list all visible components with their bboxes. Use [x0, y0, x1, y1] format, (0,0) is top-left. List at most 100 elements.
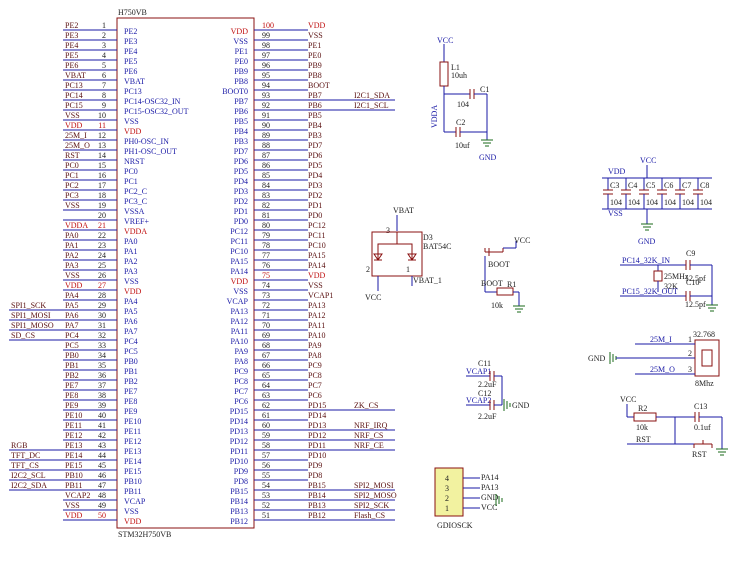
left-pin-number: 13 — [98, 141, 106, 150]
right-net-label: PB3 — [308, 131, 322, 140]
hse-freq: 8Mhz — [695, 379, 714, 388]
left-ext-label: TFT_DC — [11, 451, 40, 460]
hse-pin3: 3 — [688, 365, 692, 374]
boot-circuit: BOOT VCC BOOT R1 10k — [481, 236, 530, 313]
right-net-label: PD5 — [308, 161, 322, 170]
right-pin-number: 53 — [262, 491, 270, 500]
right-ext-net: SPI2_SCK — [308, 501, 395, 511]
right-pin-name: VSS — [233, 37, 248, 46]
left-pin-name: PA2 — [124, 257, 138, 266]
left-pin-name: PE5 — [124, 57, 137, 66]
battery-diode: VBAT 3 D3 BAT54C 2 1 VBAT_1 VCC — [365, 206, 451, 302]
right-pin-name: PD3 — [234, 187, 248, 196]
right-ext-label: SPI2_SCK — [354, 501, 389, 510]
vdda-vcc-label: VCC — [437, 36, 453, 45]
left-net-label: PC1 — [65, 171, 79, 180]
right-pin-number: 60 — [262, 421, 270, 430]
mcu-title: H750VB — [118, 8, 147, 17]
right-pin-number: 97 — [262, 51, 270, 60]
decoupling-cap-value: 104 — [682, 198, 694, 207]
boot-vcc-label: VCC — [514, 236, 530, 245]
right-pin-number: 71 — [262, 311, 270, 320]
decoupling-gnd-label: GND — [638, 237, 656, 246]
c12-value: 2.2uF — [478, 412, 497, 421]
left-pin-name: PB11 — [124, 487, 142, 496]
left-net-label: 25M_I — [65, 131, 87, 140]
left-pin-name: VDD — [124, 517, 142, 526]
left-net-label: VDD — [65, 121, 83, 130]
left-pin-name: PE12 — [124, 437, 141, 446]
right-pin-number: 56 — [262, 461, 270, 470]
right-pin-name: PD13 — [230, 427, 248, 436]
left-pin-name: PC1 — [124, 177, 138, 186]
right-net-label: PD15 — [308, 401, 326, 410]
left-net-label: VSS — [65, 111, 80, 120]
left-pin-name: PE9 — [124, 407, 137, 416]
c9-ref: C9 — [686, 249, 695, 258]
right-pin-name: PB12 — [230, 517, 248, 526]
right-pin-name: PD15 — [230, 407, 248, 416]
left-net-label: PE14 — [65, 451, 82, 460]
left-ext-label: TFT_CS — [11, 461, 39, 470]
left-ext-label: RGB — [11, 441, 27, 450]
decoupling-vcc-label: VCC — [640, 156, 656, 165]
right-pin-name: PA9 — [235, 347, 249, 356]
left-ext-net: TFT_DC — [9, 451, 63, 461]
left-net-label: PE15 — [65, 461, 82, 470]
left-net-label: PB2 — [65, 371, 79, 380]
swd-pin-net: PA14 — [481, 473, 499, 482]
right-pin-number: 100 — [262, 21, 274, 30]
left-net-label: PC14 — [65, 91, 83, 100]
left-net-label: PA1 — [65, 241, 79, 250]
right-net-label: PC7 — [308, 381, 322, 390]
hse-in-label: 25M_I — [650, 335, 672, 344]
right-pin-number: 79 — [262, 231, 270, 240]
left-pin-name: PB10 — [124, 477, 142, 486]
right-net-label: PD14 — [308, 411, 326, 420]
left-pin-number: 5 — [102, 61, 106, 70]
right-net-label: PB13 — [308, 501, 326, 510]
r2-ref: R2 — [638, 404, 647, 413]
right-pin-number: 59 — [262, 431, 270, 440]
left-pin-number: 9 — [102, 101, 106, 110]
right-pin-name: PA8 — [235, 357, 249, 366]
swd-pin-net: VCC — [481, 503, 497, 512]
left-ext-net: I2C2_SCL — [9, 471, 63, 481]
boot-net-label: BOOT — [481, 279, 503, 288]
right-pin-number: 90 — [262, 121, 270, 130]
left-pin-name: VSSA — [124, 207, 145, 216]
left-pin-number: 50 — [98, 511, 106, 520]
right-pin-name: PC11 — [231, 237, 249, 246]
right-pin-name: PB13 — [230, 507, 248, 516]
left-net-label: PE12 — [65, 431, 82, 440]
right-pin-name: PA14 — [231, 267, 249, 276]
left-net-label: PE8 — [65, 391, 78, 400]
left-pin-name: PC3_C — [124, 197, 147, 206]
right-net-label: PB14 — [308, 491, 326, 500]
right-net-label: PD1 — [308, 201, 322, 210]
right-pin-number: 85 — [262, 171, 270, 180]
left-net-label: PC3 — [65, 191, 79, 200]
c1-ref: C1 — [480, 85, 489, 94]
mcu-body — [116, 17, 255, 529]
left-pin-number: 39 — [98, 401, 106, 410]
